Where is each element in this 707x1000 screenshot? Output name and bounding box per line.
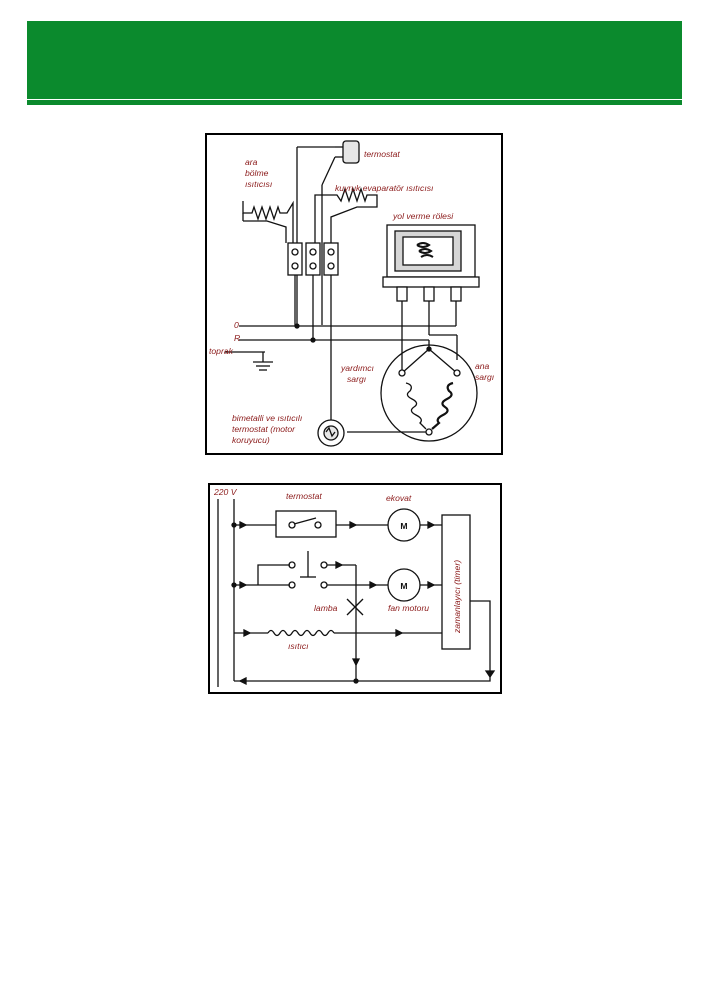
- label-bimetal-1: bimetalli ve ısıtıcılı: [232, 413, 303, 423]
- timer-box: [441, 514, 471, 650]
- label-toprak: toprak: [209, 346, 234, 356]
- label-yol-verme: yol verme rölesi: [392, 211, 454, 221]
- label-zamanlayici: zamanlayıcı (timer): [452, 560, 462, 634]
- label-ekovat: ekovat: [386, 493, 412, 503]
- defrost-control-diagram: M M 220 V termostat ekovat lamba fan mot…: [208, 483, 502, 694]
- label-kuyruk: kuyruk evaparatör ısıtıcısı: [335, 183, 434, 193]
- ara-bolme-heater: [242, 200, 294, 243]
- label-ana-1: ana: [475, 361, 490, 371]
- label-ara-bolme-3: ısıtıcısı: [245, 179, 273, 189]
- label-isitici: ısıtıcı: [288, 641, 309, 651]
- ekovat-m-label: M: [400, 521, 407, 531]
- refrigerator-wiring-diagram: termostat ara bölme ısıtıcısı kuyruk eva…: [205, 133, 503, 455]
- header-band: [27, 21, 682, 99]
- kuyruk-heater: [314, 186, 378, 243]
- fan-m-label: M: [400, 581, 407, 591]
- label-lamba: lamba: [314, 603, 338, 613]
- header-rule: [27, 100, 682, 105]
- label-ana-2: sargı: [475, 372, 495, 382]
- start-relay: [382, 224, 480, 302]
- label-ara-bolme-2: bölme: [245, 168, 269, 178]
- label-voltage: 220 V: [213, 487, 238, 497]
- defrost-control-svg: M M 220 V termostat ekovat lamba fan mot…: [213, 487, 496, 687]
- refrigerator-wiring-svg: termostat ara bölme ısıtıcısı kuyruk eva…: [209, 140, 495, 447]
- label-bimetal-3: koruyucu): [232, 435, 270, 445]
- label-termostat: termostat: [364, 149, 400, 159]
- compressor-motor: [380, 344, 478, 442]
- aux-winding: [405, 382, 427, 430]
- heater-element: [267, 629, 335, 637]
- label-zero: 0: [234, 320, 239, 330]
- label-bimetal-2: termostat (motor: [232, 424, 296, 434]
- label-termostat-2: termostat: [286, 491, 322, 501]
- label-fan-motoru: fan motoru: [388, 603, 429, 613]
- label-yardimci-1: yardımcı: [340, 363, 375, 373]
- terminal-block: [287, 242, 339, 276]
- label-r: R: [234, 333, 240, 343]
- label-ara-bolme-1: ara: [245, 157, 258, 167]
- thermostat-symbol: [342, 140, 360, 164]
- thermostat-box: [275, 510, 337, 538]
- main-winding: [431, 381, 454, 430]
- label-yardimci-2: sargı: [347, 374, 367, 384]
